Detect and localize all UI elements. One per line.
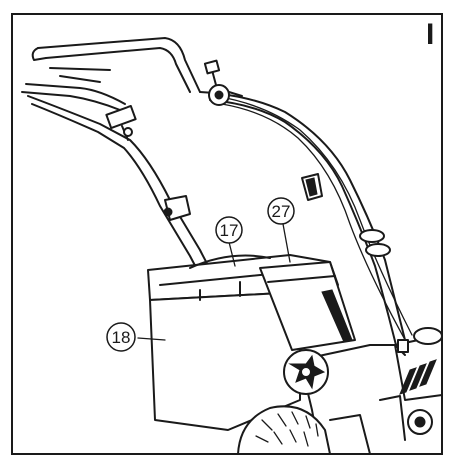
chute-flap [259,261,356,351]
mower-body [299,327,443,455]
rear-wheel [237,405,331,455]
figure-border [11,13,443,455]
svg-text:17: 17 [220,221,239,240]
svg-text:18: 18 [112,328,131,347]
handle-knob [283,349,329,395]
svg-text:27: 27 [272,202,291,221]
callout-27: 27 [267,197,295,225]
callout-18: 18 [106,322,136,352]
leader-lines [137,223,291,341]
section-label: I [426,18,434,51]
callout-17: 17 [215,216,243,244]
handle-clamp-left [105,104,137,130]
